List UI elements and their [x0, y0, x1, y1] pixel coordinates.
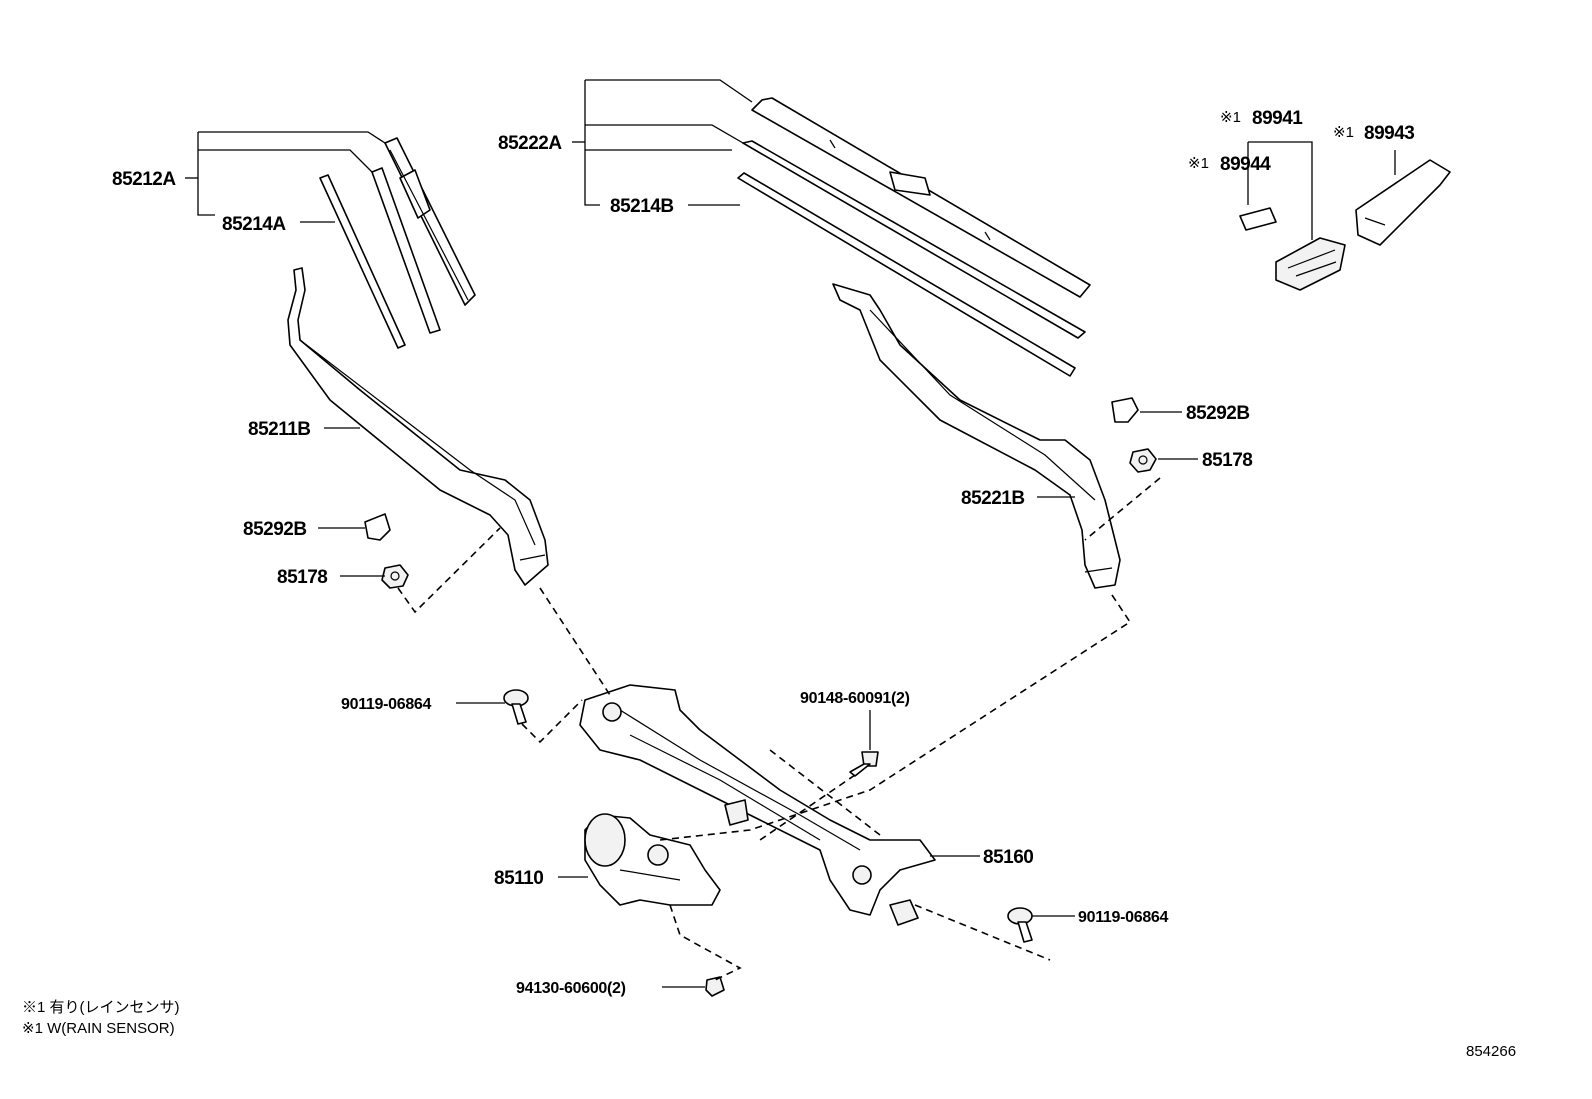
label-85178-right[interactable]: 85178 — [1202, 450, 1253, 471]
rain-sensor-unit[interactable] — [1275, 237, 1346, 291]
diagram-reference-number: 854266 — [1466, 1043, 1516, 1060]
label-89944[interactable]: 89944 — [1220, 154, 1272, 175]
label-90119-06864-right[interactable]: 90119-06864 — [1078, 909, 1169, 926]
right-wiper-arm[interactable] — [832, 283, 1121, 589]
wiper-link-assembly[interactable] — [579, 684, 936, 926]
label-89941-mark: ※1 — [1220, 109, 1241, 126]
label-85110[interactable]: 85110 — [494, 868, 544, 889]
label-85221B[interactable]: 85221B — [961, 488, 1025, 509]
left-wiper-arm[interactable] — [287, 267, 549, 586]
bolt-90148[interactable] — [849, 751, 879, 777]
label-85292B-right[interactable]: 85292B — [1186, 403, 1250, 424]
rain-sensor-cover[interactable] — [1355, 159, 1451, 246]
left-arm-head-cap[interactable] — [364, 513, 391, 541]
label-90148-60091[interactable]: 90148-60091(2) — [800, 690, 910, 707]
label-89944-mark: ※1 — [1188, 155, 1209, 172]
right-wiper-rubber[interactable] — [737, 172, 1076, 377]
footnote-jp: ※1 有り(レインセンサ) — [22, 999, 180, 1016]
label-85211B[interactable]: 85211B — [248, 419, 311, 440]
left-wiper-blade[interactable] — [371, 137, 476, 334]
right-arm-head-cap[interactable] — [1111, 397, 1139, 423]
bolt-left-90119[interactable] — [503, 689, 529, 725]
bolt-right-90119[interactable] — [1007, 907, 1033, 943]
leader-lines — [185, 79, 1396, 988]
label-89943[interactable]: 89943 — [1364, 123, 1415, 144]
left-wiper-rubber[interactable] — [319, 174, 406, 349]
label-85214B[interactable]: 85214B — [610, 196, 674, 217]
assembly-dashed-lines — [397, 477, 1161, 981]
label-89943-mark: ※1 — [1333, 124, 1354, 141]
label-94130-60600[interactable]: 94130-60600(2) — [516, 980, 626, 997]
label-85214A[interactable]: 85214A — [222, 214, 287, 235]
nut-94130[interactable] — [705, 976, 725, 997]
label-85178-left[interactable]: 85178 — [277, 567, 328, 588]
wiper-motor[interactable] — [584, 813, 721, 906]
right-wiper-blade[interactable] — [742, 97, 1091, 339]
rain-sensor-gel-pad[interactable] — [1239, 207, 1277, 231]
right-arm-nut[interactable] — [1129, 448, 1157, 473]
label-89941[interactable]: 89941 — [1252, 108, 1304, 129]
label-85212A[interactable]: 85212A — [112, 169, 177, 190]
part-labels: 85212A 85214A 85222A 85214B ※1 89941 ※1 … — [112, 108, 1415, 997]
footnote-en: ※1 W(RAIN SENSOR) — [22, 1020, 175, 1037]
left-arm-nut[interactable] — [381, 564, 409, 589]
label-85292B-left[interactable]: 85292B — [243, 519, 307, 540]
footnotes: ※1 有り(レインセンサ) ※1 W(RAIN SENSOR) — [22, 999, 180, 1037]
label-90119-06864-left[interactable]: 90119-06864 — [341, 696, 432, 713]
label-85160[interactable]: 85160 — [983, 847, 1034, 868]
label-85222A[interactable]: 85222A — [498, 133, 563, 154]
